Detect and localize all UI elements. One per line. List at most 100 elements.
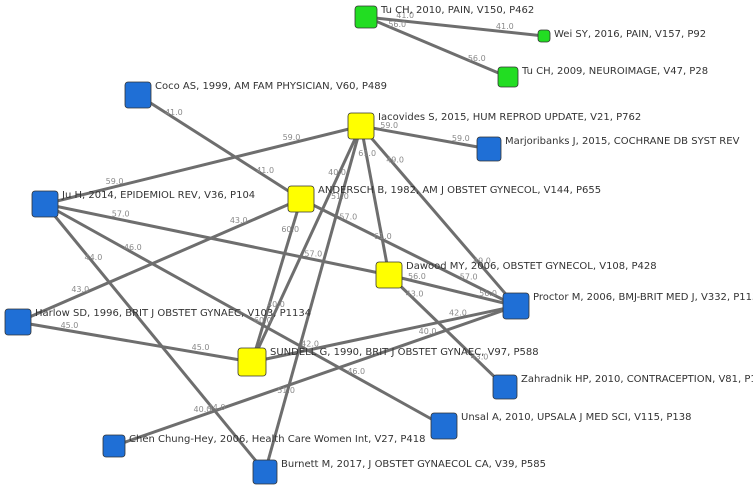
- node-label: SUNDELL G, 1990, BRIT J OBSTET GYNAEC, V…: [270, 347, 539, 358]
- edge-weight-label: 45.0: [192, 343, 210, 352]
- edge-weight-label: 56.0: [408, 272, 426, 281]
- node-label: Marjoribanks J, 2015, COCHRANE DB SYST R…: [505, 136, 740, 147]
- node-box[interactable]: [497, 66, 519, 88]
- node-label: Iacovides S, 2015, HUM REPROD UPDATE, V2…: [378, 112, 641, 123]
- edge-iacovides2015-proctorm2006: [359, 125, 518, 307]
- edge-weight-label: 51.0: [277, 386, 295, 395]
- node-proctorm2006[interactable]: Proctor M, 2006, BMJ-BRIT MED J, V332, P…: [502, 292, 753, 320]
- node-box[interactable]: [31, 190, 59, 218]
- edge-weight-label: 57.0: [339, 213, 357, 222]
- edges-layer: [17, 15, 545, 473]
- edge-juh2014-dawoodmy2006: [44, 202, 390, 277]
- edge-weight-label: 41.0: [396, 11, 414, 20]
- node-tuch2009[interactable]: Tu CH, 2009, NEUROIMAGE, V47, P28: [497, 66, 708, 88]
- edge-weight-label: 42.0: [449, 308, 467, 317]
- edge-weight-label: 61.0: [374, 232, 392, 241]
- node-chenchunghey2006[interactable]: Chen Chung-Hey, 2006, Health Care Women …: [102, 434, 425, 458]
- edge-dawoodmy2006-proctorm2006: [388, 273, 517, 308]
- edge-weight-label: 49.0: [386, 156, 404, 165]
- edge-weight-label: 42.0: [301, 340, 319, 349]
- edge-weight-label: 59.0: [106, 177, 124, 186]
- node-label: ANDERSCH B, 1982, AM J OBSTET GYNECOL, V…: [318, 185, 601, 196]
- node-box[interactable]: [347, 112, 375, 140]
- node-marjoribanks2015[interactable]: Marjoribanks J, 2015, COCHRANE DB SYST R…: [476, 136, 740, 162]
- node-box[interactable]: [492, 374, 518, 400]
- edge-tuch2010-tuch2009: [365, 15, 509, 79]
- edge-weight-label: 41.0: [256, 166, 274, 175]
- edge-juh2014-burnettm2017: [43, 203, 267, 473]
- node-unsala2010[interactable]: Unsal A, 2010, UPSALA J MED SCI, V115, P…: [430, 412, 692, 440]
- node-juh2014[interactable]: Ju H, 2014, EPIDEMIOL REV, V36, P104: [31, 190, 255, 218]
- edge-weight-label: 40.0: [419, 327, 437, 336]
- node-box[interactable]: [354, 5, 378, 29]
- edge-weight-label: 41.0: [165, 108, 183, 117]
- edge-tuch2010-weisy2016: [365, 15, 545, 38]
- edge-anderschb1982-proctorm2006: [300, 197, 517, 308]
- edge-weight-label: 43.0: [406, 290, 424, 299]
- node-burnettm2017[interactable]: Burnett M, 2017, J OBSTET GYNAECOL CA, V…: [252, 459, 546, 485]
- edge-proctorm2006-chenchunghey2006: [113, 304, 517, 448]
- node-label: Tu CH, 2009, NEUROIMAGE, V47, P28: [521, 66, 708, 77]
- node-box[interactable]: [537, 29, 551, 43]
- edge-weight-label: 40.0: [194, 405, 212, 414]
- edge-iacovides2015-marjoribanks2015: [360, 124, 490, 151]
- edge-weight-label: 56.0: [388, 20, 406, 29]
- edge-weight-label: 46.0: [124, 243, 142, 252]
- edge-weight-label: 61.0: [358, 149, 376, 158]
- edge-proctorm2006-sundellg1990: [251, 304, 517, 364]
- edge-weight-label: 43.0: [471, 352, 489, 361]
- node-box[interactable]: [430, 412, 458, 440]
- edge-iacovides2015-sundellg1990: [250, 125, 363, 363]
- node-anderschb1982[interactable]: ANDERSCH B, 1982, AM J OBSTET GYNECOL, V…: [287, 185, 601, 213]
- node-label: Dawood MY, 2006, OBSTET GYNECOL, V108, P…: [406, 261, 657, 272]
- node-box[interactable]: [237, 347, 267, 377]
- node-weisy2016[interactable]: Wei SY, 2016, PAIN, V157, P92: [537, 29, 706, 43]
- node-label: Unsal A, 2010, UPSALA J MED SCI, V115, P…: [461, 412, 692, 423]
- node-tuch2010[interactable]: Tu CH, 2010, PAIN, V150, P462: [354, 5, 534, 29]
- node-iacovides2015[interactable]: Iacovides S, 2015, HUM REPROD UPDATE, V2…: [347, 112, 641, 140]
- edge-weight-label: 57.0: [304, 249, 322, 258]
- edge-weight-label: 43.0: [230, 216, 248, 225]
- edge-iacovides2015-dawoodmy2006: [359, 125, 391, 276]
- edge-labels-layer: 41.041.056.056.041.041.059.059.059.059.0…: [61, 11, 514, 414]
- edge-weight-label: 57.0: [112, 210, 130, 219]
- edge-iacovides2015-burnettm2017: [263, 125, 363, 473]
- node-label: Chen Chung-Hey, 2006, Health Care Women …: [129, 434, 425, 445]
- node-box[interactable]: [102, 434, 126, 458]
- edge-weight-label: 40.0: [328, 168, 346, 177]
- node-zahradnikhp2010[interactable]: Zahradnik HP, 2010, CONTRACEPTION, V81, …: [492, 374, 753, 400]
- node-label: Wei SY, 2016, PAIN, V157, P92: [554, 29, 706, 40]
- node-label: Proctor M, 2006, BMJ-BRIT MED J, V332, P…: [533, 292, 753, 303]
- edge-weight-label: 44.0: [84, 253, 102, 262]
- edge-juh2014-unsala2010: [44, 202, 445, 428]
- edge-iacovides2015-juh2014: [44, 124, 362, 206]
- edge-weight-label: 40.0: [267, 300, 285, 309]
- node-label: Harlow SD, 1996, BRIT J OBSTET GYNAEC, V…: [35, 308, 311, 319]
- node-box[interactable]: [287, 185, 315, 213]
- edge-weight-label: 46.0: [347, 367, 365, 376]
- edge-harlowsd1996-sundellg1990: [17, 320, 253, 364]
- edge-weight-label: 45.0: [61, 321, 79, 330]
- edge-weight-label: 59.0: [380, 121, 398, 130]
- node-box[interactable]: [375, 261, 403, 289]
- node-box[interactable]: [476, 136, 502, 162]
- edge-weight-label: 43.0: [71, 285, 89, 294]
- node-box[interactable]: [502, 292, 530, 320]
- edge-anderschb1982-sundellg1990: [250, 198, 303, 363]
- node-label: Zahradnik HP, 2010, CONTRACEPTION, V81, …: [521, 374, 753, 385]
- edge-anderschb1982-harlowsd1996: [17, 197, 302, 324]
- node-harlowsd1996[interactable]: Harlow SD, 1996, BRIT J OBSTET GYNAEC, V…: [4, 308, 311, 336]
- node-label: Coco AS, 1999, AM FAM PHYSICIAN, V60, P4…: [155, 81, 387, 92]
- node-dawoodmy2006[interactable]: Dawood MY, 2006, OBSTET GYNECOL, V108, P…: [375, 261, 657, 289]
- node-cocoas1999[interactable]: Coco AS, 1999, AM FAM PHYSICIAN, V60, P4…: [124, 81, 387, 109]
- node-box[interactable]: [124, 81, 152, 109]
- node-box[interactable]: [4, 308, 32, 336]
- node-label: Burnett M, 2017, J OBSTET GYNAECOL CA, V…: [281, 459, 546, 470]
- node-box[interactable]: [252, 459, 278, 485]
- edge-weight-label: 56.0: [468, 54, 486, 63]
- edge-weight-label: 49.0: [473, 256, 491, 265]
- edge-weight-label: 57.0: [460, 272, 478, 281]
- node-sundellg1990[interactable]: SUNDELL G, 1990, BRIT J OBSTET GYNAEC, V…: [237, 347, 539, 377]
- edge-weight-label: 59.0: [452, 134, 470, 143]
